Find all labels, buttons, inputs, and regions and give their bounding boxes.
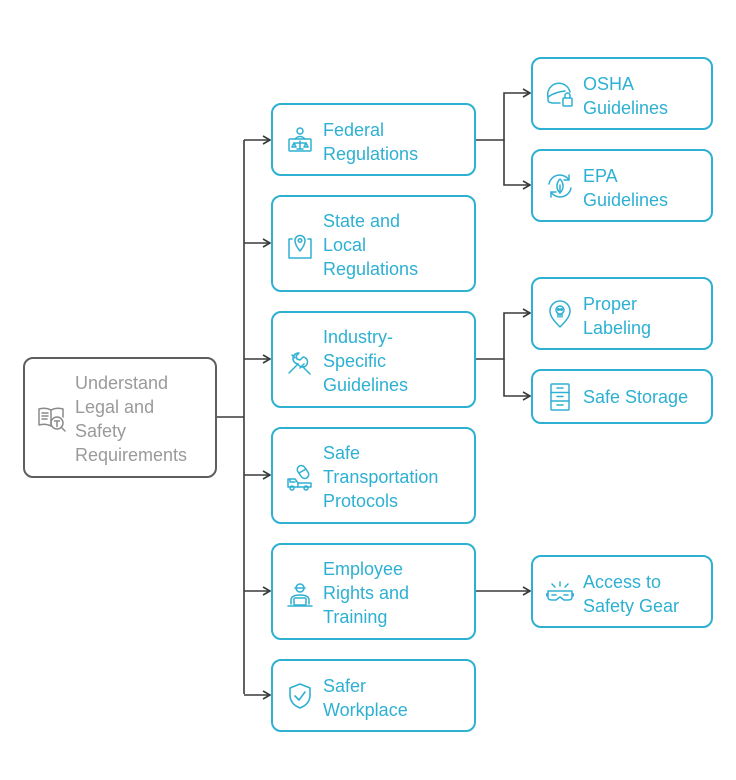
law-book-icon bbox=[37, 403, 67, 433]
root-node: Understand Legal and Safety Requirements bbox=[23, 357, 217, 478]
node-proper-labeling: Proper Labeling bbox=[531, 277, 713, 350]
node-proper-labeling-label: Proper Labeling bbox=[583, 294, 652, 338]
truck-pill-icon bbox=[285, 463, 315, 493]
node-safer-workplace: Safer Workplace bbox=[271, 659, 476, 732]
hazard-label-icon bbox=[545, 299, 575, 329]
node-epa-guidelines-label: EPA Guidelines bbox=[583, 166, 669, 210]
node-access-safety-gear-label: Access to Safety Gear bbox=[583, 572, 680, 616]
root-label: Understand Legal and Safety Requirements bbox=[75, 373, 188, 465]
node-industry-specific-guidelines: Industry- Specific Guidelines bbox=[271, 311, 476, 408]
judge-scales-icon bbox=[285, 125, 315, 155]
helmet-lock-icon bbox=[545, 79, 575, 109]
node-safe-transportation-protocols-label: Safe Transportation Protocols bbox=[323, 443, 439, 511]
edge-federal-to-osha bbox=[476, 88, 532, 141]
node-epa-guidelines: EPA Guidelines bbox=[531, 149, 713, 222]
node-federal-regulations: Federal Regulations bbox=[271, 103, 476, 176]
shield-check-icon bbox=[285, 681, 315, 711]
node-safe-transportation-protocols: Safe Transportation Protocols bbox=[271, 427, 476, 524]
node-access-safety-gear: Access to Safety Gear bbox=[531, 555, 713, 628]
eco-recycle-icon bbox=[545, 171, 575, 201]
node-safe-storage-label: Safe Storage bbox=[583, 387, 689, 407]
map-pin-icon bbox=[285, 231, 315, 261]
node-federal-regulations-label: Federal Regulations bbox=[323, 120, 419, 164]
edge-federal-to-epa bbox=[503, 140, 532, 190]
node-safe-storage: Safe Storage bbox=[531, 369, 713, 424]
node-safer-workplace-label: Safer Workplace bbox=[323, 676, 408, 720]
node-osha-guidelines-label: OSHA Guidelines bbox=[583, 74, 669, 118]
node-osha-guidelines: OSHA Guidelines bbox=[531, 57, 713, 130]
node-employee-rights-training-label: Employee Rights and Training bbox=[323, 559, 410, 627]
edge-industry-to-storage bbox=[503, 359, 532, 401]
safety-goggles-icon bbox=[545, 577, 575, 607]
storage-cabinet-icon bbox=[545, 382, 575, 412]
edge-industry-to-labeling bbox=[476, 308, 532, 360]
worker-laptop-icon bbox=[285, 579, 315, 609]
wrench-tools-icon bbox=[285, 347, 315, 377]
node-employee-rights-training: Employee Rights and Training bbox=[271, 543, 476, 640]
node-industry-specific-guidelines-label: Industry- Specific Guidelines bbox=[323, 327, 409, 395]
node-state-local-regulations: State and Local Regulations bbox=[271, 195, 476, 292]
node-state-local-regulations-label: State and Local Regulations bbox=[323, 211, 419, 279]
